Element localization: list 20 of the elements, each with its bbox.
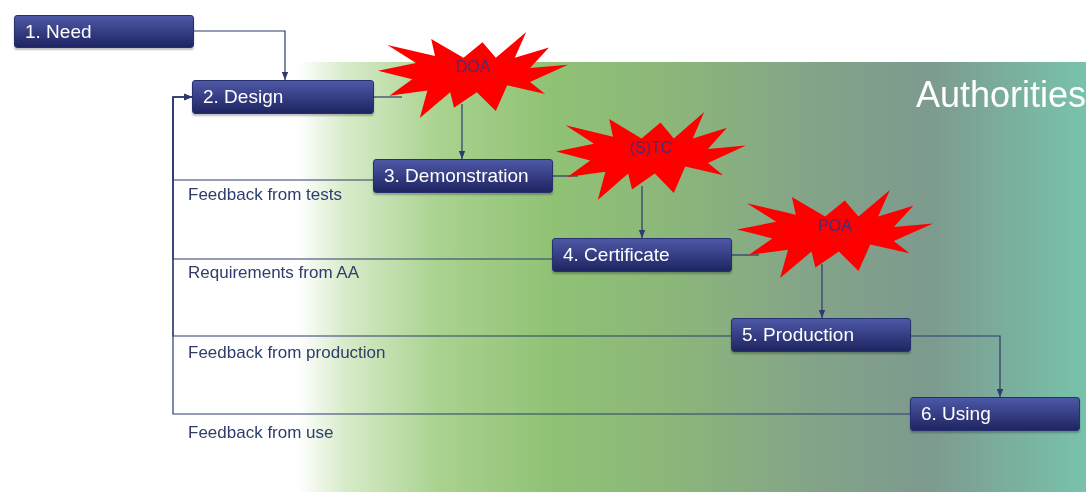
- edge-label: Requirements from AA: [188, 263, 359, 283]
- connector-arrow: [818, 263, 826, 319]
- starburst: DOA: [378, 32, 568, 118]
- connector-arrow: [193, 30, 289, 81]
- process-box: 4. Certificate: [552, 238, 732, 272]
- process-box: 3. Demonstration: [373, 159, 553, 193]
- process-box: 2. Design: [192, 80, 374, 114]
- process-box: 1. Need: [14, 15, 194, 48]
- starburst: POA: [737, 190, 933, 278]
- connector-arrow: [458, 103, 466, 160]
- edge-label: Feedback from use: [188, 423, 334, 443]
- connector-arrow: [638, 185, 646, 239]
- starburst: (S)TC: [556, 112, 746, 200]
- edge-label: Feedback from tests: [188, 185, 342, 205]
- connector-arrow: [910, 335, 1004, 398]
- zone-title: Authorities: [915, 74, 1086, 116]
- edge-label: Feedback from production: [188, 343, 386, 363]
- process-box: 5. Production: [731, 318, 911, 352]
- process-box: 6. Using: [910, 397, 1080, 431]
- connector-arrow: [172, 93, 911, 415]
